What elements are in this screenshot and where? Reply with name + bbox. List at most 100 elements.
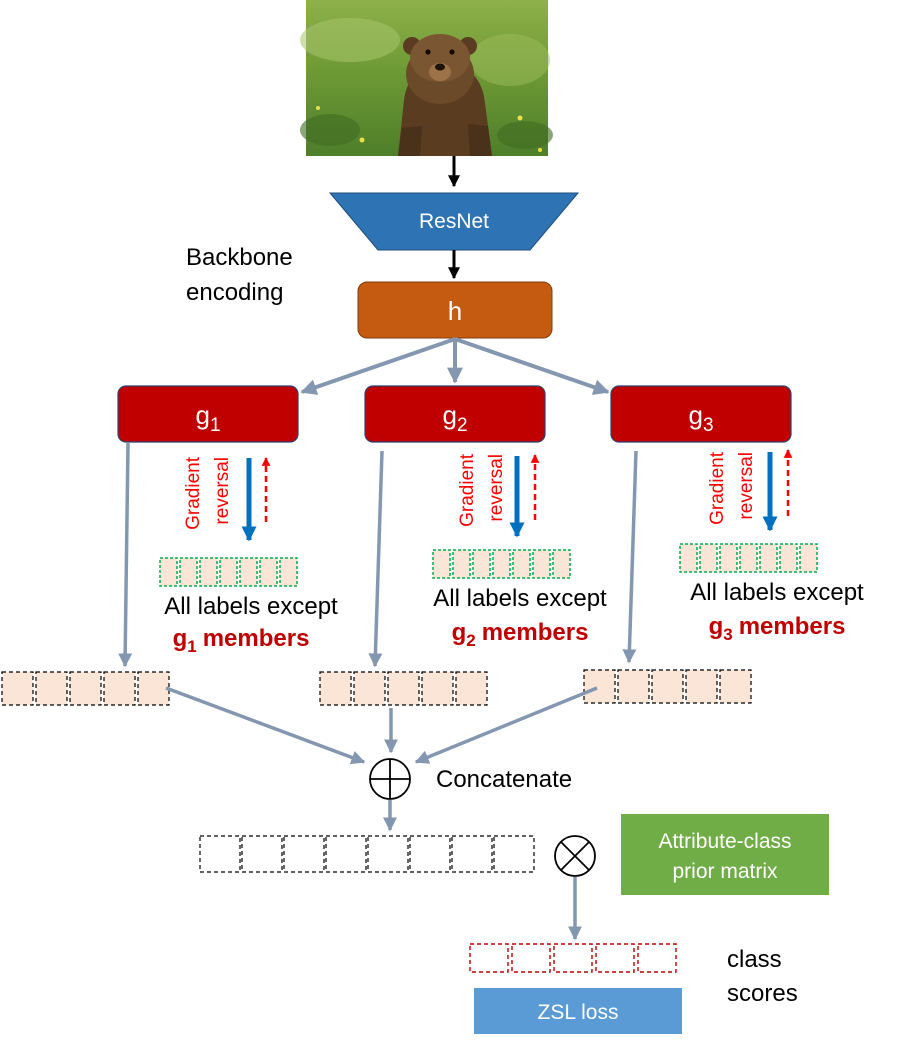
svg-text:g2: g2 xyxy=(442,400,467,436)
backbone-caption-line2: encoding xyxy=(186,279,283,306)
combined-vector-cell xyxy=(493,835,535,873)
resnet-block: ResNet xyxy=(328,192,580,251)
prior-line2: prior matrix xyxy=(672,860,778,883)
feature-vector-3-cell xyxy=(685,669,718,704)
h-label: h xyxy=(448,296,462,326)
oplus-icon xyxy=(369,758,411,800)
label-vector-3-cell xyxy=(779,543,798,573)
feature-vector-1-cell xyxy=(1,671,34,706)
combined-vector-cell xyxy=(199,835,241,873)
label-vector-1-cell xyxy=(199,557,218,587)
g1-block: g1 xyxy=(117,385,299,443)
combined-vector-cell xyxy=(241,835,283,873)
gradient-reversal-1: Gradient reversal xyxy=(183,456,271,542)
bear-photo xyxy=(300,0,553,157)
label-vector-2-cell xyxy=(512,549,531,579)
feature-vector-3 xyxy=(583,669,752,704)
label-vector-2-cell xyxy=(472,549,491,579)
class-scores-line1: class xyxy=(727,946,782,973)
label-vector-2 xyxy=(432,549,571,579)
backbone-caption-line1: Backbone xyxy=(186,244,293,271)
label-vector-3 xyxy=(679,543,818,573)
g2-block: g2 xyxy=(364,385,546,443)
g3-subscript: 3 xyxy=(703,415,714,436)
reversal-word-1: reversal xyxy=(212,457,233,525)
feature-vector-1-cell xyxy=(69,671,102,706)
gradient-reversal-3: Gradient reversal xyxy=(707,449,793,532)
combined-vector-cell xyxy=(325,835,367,873)
feature-vector-3-cell xyxy=(651,669,684,704)
zsl-loss-block: ZSL loss xyxy=(474,988,682,1034)
combined-vector-cell xyxy=(367,835,409,873)
arrow-h-to-g1 xyxy=(300,337,456,395)
label-vector-3-cell xyxy=(739,543,758,573)
reversal-word-3: reversal xyxy=(736,452,757,520)
arrow-feature1-to-concat xyxy=(165,686,366,765)
label-vector-2-cell xyxy=(552,549,571,579)
label-vector-3-cell xyxy=(679,543,698,573)
label-vector-2-cell xyxy=(532,549,551,579)
g3-block: g3 xyxy=(610,385,792,443)
label-vector-1-cell xyxy=(279,557,298,587)
concatenate-label: Concatenate xyxy=(436,766,572,793)
class-score-vector-cell xyxy=(595,943,635,973)
resnet-label: ResNet xyxy=(419,210,489,233)
label-vector-2-cell xyxy=(492,549,511,579)
feature-vector-2-cell xyxy=(353,671,386,706)
label-vector-1-cell xyxy=(239,557,258,587)
svg-text:g1: g1 xyxy=(195,400,220,436)
arrow-h-to-g3 xyxy=(454,337,610,395)
label-vector-3-cell xyxy=(759,543,778,573)
otimes-icon xyxy=(554,835,596,877)
gradient-word-1: Gradient xyxy=(183,456,204,530)
combined-vector-cell xyxy=(283,835,325,873)
except-caption-2: All labels except xyxy=(433,585,607,612)
feature-vector-1-cell xyxy=(137,671,170,706)
class-score-vector-cell xyxy=(511,943,551,973)
class-score-vector-cell xyxy=(469,943,509,973)
g2-letter: g xyxy=(442,400,456,430)
feature-vector-1-cell xyxy=(103,671,136,706)
class-score-vector-cell xyxy=(637,943,677,973)
feature-vector-2-cell xyxy=(387,671,420,706)
feature-vector-3-cell xyxy=(617,669,650,704)
feature-vector-3-cell xyxy=(719,669,752,704)
zsl-loss-label: ZSL loss xyxy=(538,1001,619,1024)
g1-subscript: 1 xyxy=(210,415,221,436)
combined-vector-cell xyxy=(451,835,493,873)
combined-vector-cell xyxy=(409,835,451,873)
class-score-vector-cell xyxy=(553,943,593,973)
except-caption-3: All labels except xyxy=(690,579,864,606)
gradient-word-3: Gradient xyxy=(707,451,728,525)
gradient-reversal-2: Gradient reversal xyxy=(457,453,540,538)
arrow-g3-to-feature xyxy=(622,450,638,664)
g3-letter: g xyxy=(688,400,702,430)
except-caption-1: All labels except xyxy=(164,593,338,620)
reversal-word-2: reversal xyxy=(486,454,507,522)
label-vector-1-cell xyxy=(159,557,178,587)
class-scores-line2: scores xyxy=(727,980,798,1007)
feature-vector-2-cell xyxy=(319,671,352,706)
label-vector-3-cell xyxy=(719,543,738,573)
label-vector-1-cell xyxy=(179,557,198,587)
arrow-g1-to-feature xyxy=(118,442,133,668)
g2-subscript: 2 xyxy=(457,415,468,436)
feature-vector-2-cell xyxy=(421,671,454,706)
feature-vector-1 xyxy=(1,671,170,706)
feature-vector-1-cell xyxy=(35,671,68,706)
arrow-feature3-to-concat xyxy=(414,686,598,764)
feature-vector-3-cell xyxy=(583,669,616,704)
label-vector-1-cell xyxy=(259,557,278,587)
label-vector-3-cell xyxy=(799,543,818,573)
prior-matrix-block: Attribute-class prior matrix xyxy=(621,814,829,895)
g1-letter: g xyxy=(195,400,209,430)
svg-text:g3: g3 xyxy=(688,400,713,436)
arrow-g2-to-feature xyxy=(368,450,384,668)
label-vector-1 xyxy=(159,557,298,587)
label-vector-3-cell xyxy=(699,543,718,573)
class-score-vector xyxy=(469,943,677,973)
label-vector-2-cell xyxy=(432,549,451,579)
